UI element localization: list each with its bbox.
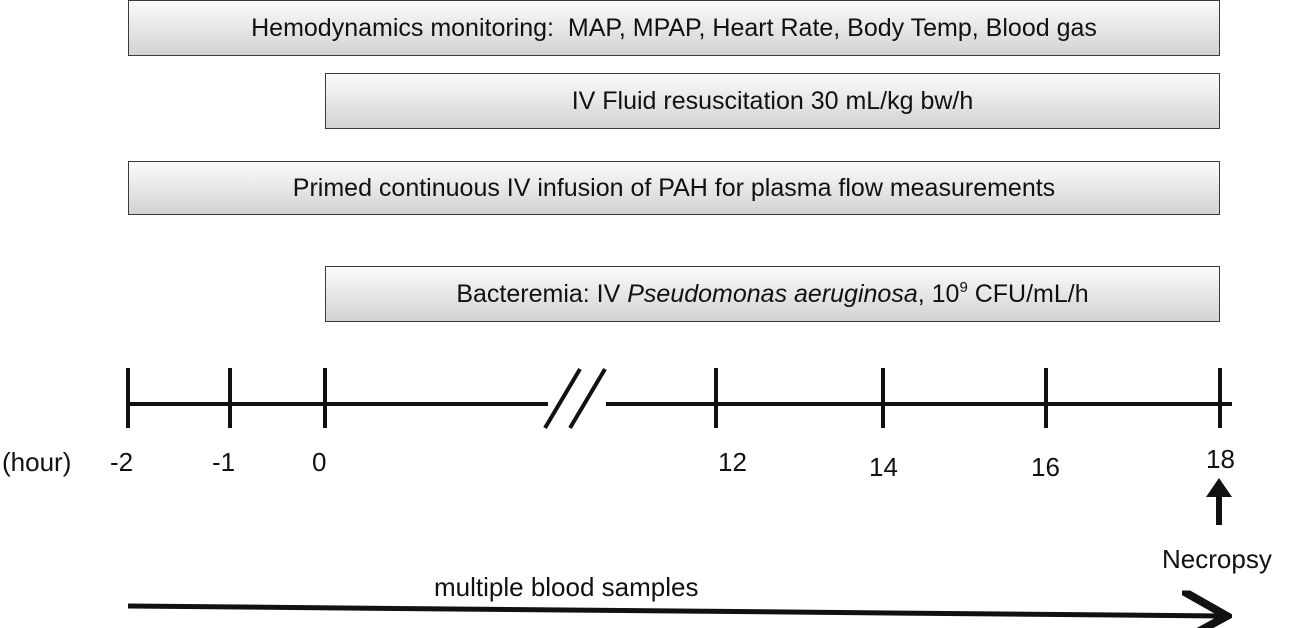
axis-break-symbol [543,367,607,430]
blood-samples-arrow [127,606,1222,616]
pah-infusion-label: Primed continuous IV infusion of PAH for… [292,173,1056,202]
bacteremia-exponent: 9 [959,278,968,296]
tick-label: -1 [212,447,236,477]
tick-label: 16 [1031,452,1060,482]
hemodynamics-monitoring-bar: Hemodynamics monitoring: MAP, MPAP, Hear… [128,0,1220,56]
tick-label: -2 [110,447,134,477]
tick-label: 14 [869,452,898,482]
blood-samples-label: multiple blood samples [434,572,699,602]
bacteremia-label: Bacteremia: IV Pseudomonas aeruginosa , … [456,278,1089,309]
bacteremia-dose-sep: , 10 [917,279,960,308]
tick-label: 0 [312,447,327,477]
bacteremia-suffix: CFU/mL/h [967,279,1089,308]
bacteremia-prefix: Bacteremia: IV [456,279,628,308]
pah-infusion-bar: Primed continuous IV infusion of PAH for… [128,161,1220,215]
fluid-resuscitation-bar: IV Fluid resuscitation 30 mL/kg bw/h [325,73,1220,129]
necropsy-label: Necropsy [1162,544,1272,574]
time-unit-label: (hour) [2,447,72,477]
bacteremia-bar: Bacteremia: IV Pseudomonas aeruginosa , … [325,266,1220,322]
hemodynamics-monitoring-label: Hemodynamics monitoring: MAP, MPAP, Hear… [251,13,1097,42]
bacteremia-organism: Pseudomonas aeruginosa [627,279,918,308]
necropsy-arrow [1206,478,1232,525]
tick-label: 12 [718,447,747,477]
fluid-resuscitation-label: IV Fluid resuscitation 30 mL/kg bw/h [571,86,974,115]
tick-label: 18 [1206,444,1235,474]
